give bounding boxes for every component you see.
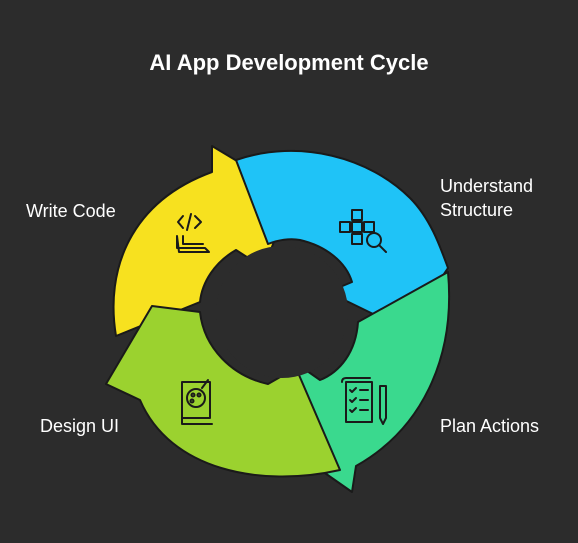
segment-write-code [112,145,293,337]
step-label-write-code: Write Code [26,201,116,221]
step-label-design-ui: Design UI [40,416,120,436]
structure-search-icon [339,209,387,253]
diagram-title: AI App Development Cycle [149,50,429,75]
code-laptop-icon [176,213,210,253]
segment-design-ui [105,305,341,478]
step-label-plan-actions: Plan Actions [440,416,540,436]
cycle-center [216,246,348,378]
segment-understand-structure [235,149,449,331]
step-label-understand-structure: Understand Structure [440,176,534,220]
design-book-palette-icon [181,379,213,425]
checklist-scroll-icon [341,377,387,425]
